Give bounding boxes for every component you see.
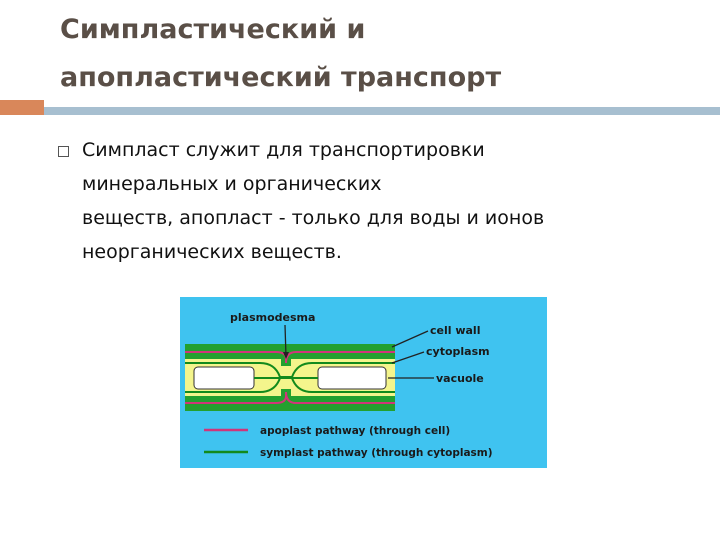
- bullet-text: Симпласт служит для транспортировки мине…: [82, 133, 682, 269]
- transport-diagram: plasmodesma cell wall cytoplasm vacuole …: [180, 297, 547, 468]
- vacuole-left: [194, 367, 254, 389]
- title-divider: [44, 107, 720, 115]
- legend-symplast-label: symplast pathway (through cytoplasm): [260, 447, 493, 459]
- label-cell-wall: cell wall: [430, 324, 480, 337]
- label-cytoplasm: cytoplasm: [426, 345, 490, 358]
- title-divider-accent: [0, 100, 44, 115]
- bullet-line-2: минеральных и органических: [82, 167, 682, 201]
- bullet-line-4: неорганических веществ.: [82, 235, 682, 269]
- bullet-square-icon: [58, 146, 69, 157]
- vacuole-right: [318, 367, 386, 389]
- title-line-1: Симпластический и: [60, 6, 700, 54]
- legend-apoplast-label: apoplast pathway (through cell): [260, 425, 450, 437]
- diagram-svg: plasmodesma cell wall cytoplasm vacuole …: [180, 297, 547, 468]
- bullet-line-1: Симпласт служит для транспортировки: [82, 133, 682, 167]
- label-plasmodesma: plasmodesma: [230, 311, 315, 324]
- bullet-line-3: веществ, апопласт - только для воды и ио…: [82, 201, 682, 235]
- cell-wall-pointer: [392, 331, 428, 347]
- slide-title: Симпластический и апопластический трансп…: [60, 6, 700, 102]
- cytoplasm-pointer: [392, 352, 424, 363]
- title-line-2: апопластический транспорт: [60, 54, 700, 102]
- label-vacuole: vacuole: [436, 372, 484, 385]
